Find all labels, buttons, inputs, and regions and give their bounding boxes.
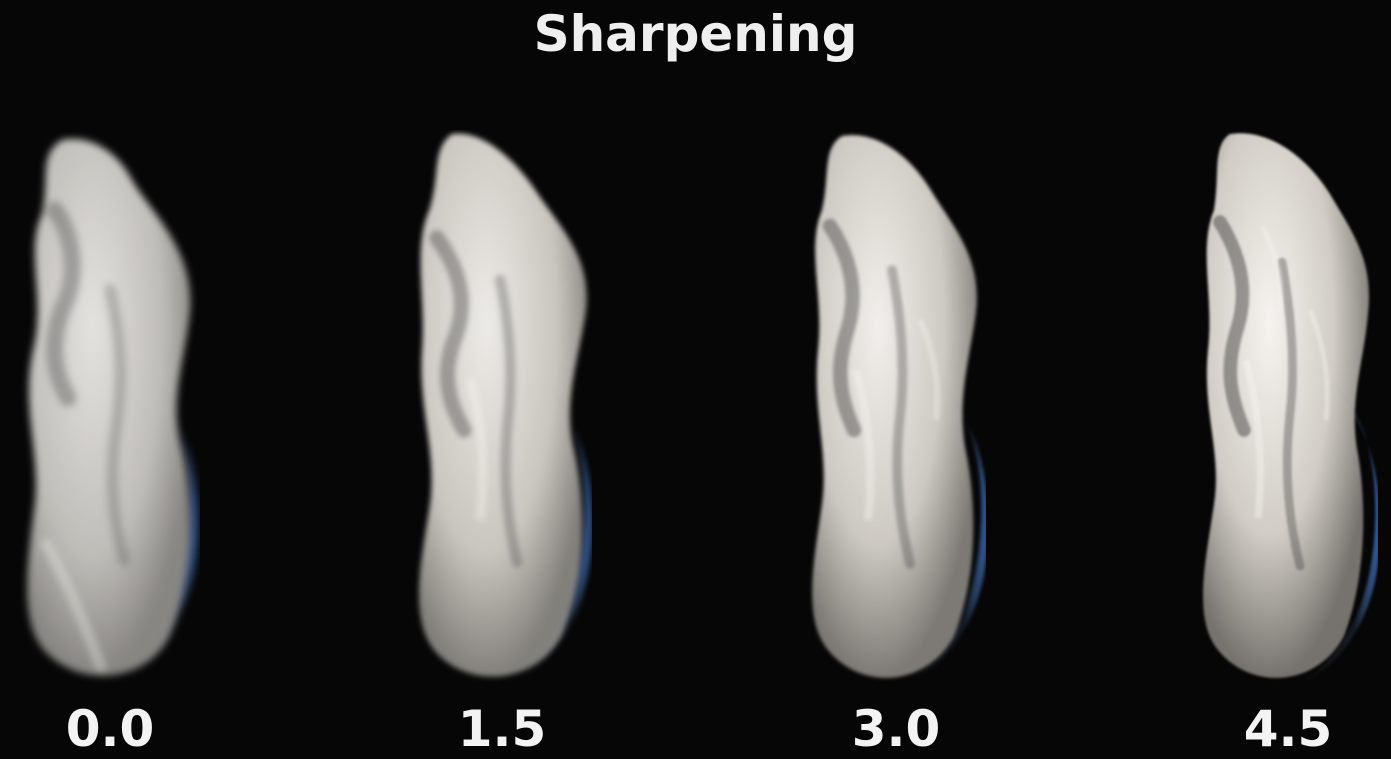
figure-title: Sharpening xyxy=(533,5,858,63)
smoke-render-image xyxy=(812,135,986,682)
sharpening-value-label-2: 3.0 xyxy=(851,700,941,758)
smoke-render-panel-2 xyxy=(806,130,986,690)
smoke-render-image xyxy=(418,133,592,680)
sharpening-value-label-1: 1.5 xyxy=(457,700,547,758)
smoke-render-panel-3 xyxy=(1198,130,1378,690)
smoke-render-image xyxy=(27,138,199,680)
smoke-render-panel-1 xyxy=(412,130,592,690)
smoke-render-panel-0 xyxy=(20,130,200,690)
smoke-render-image xyxy=(1202,133,1378,684)
sharpening-value-label-3: 4.5 xyxy=(1243,700,1333,758)
sharpening-value-label-0: 0.0 xyxy=(65,700,155,758)
